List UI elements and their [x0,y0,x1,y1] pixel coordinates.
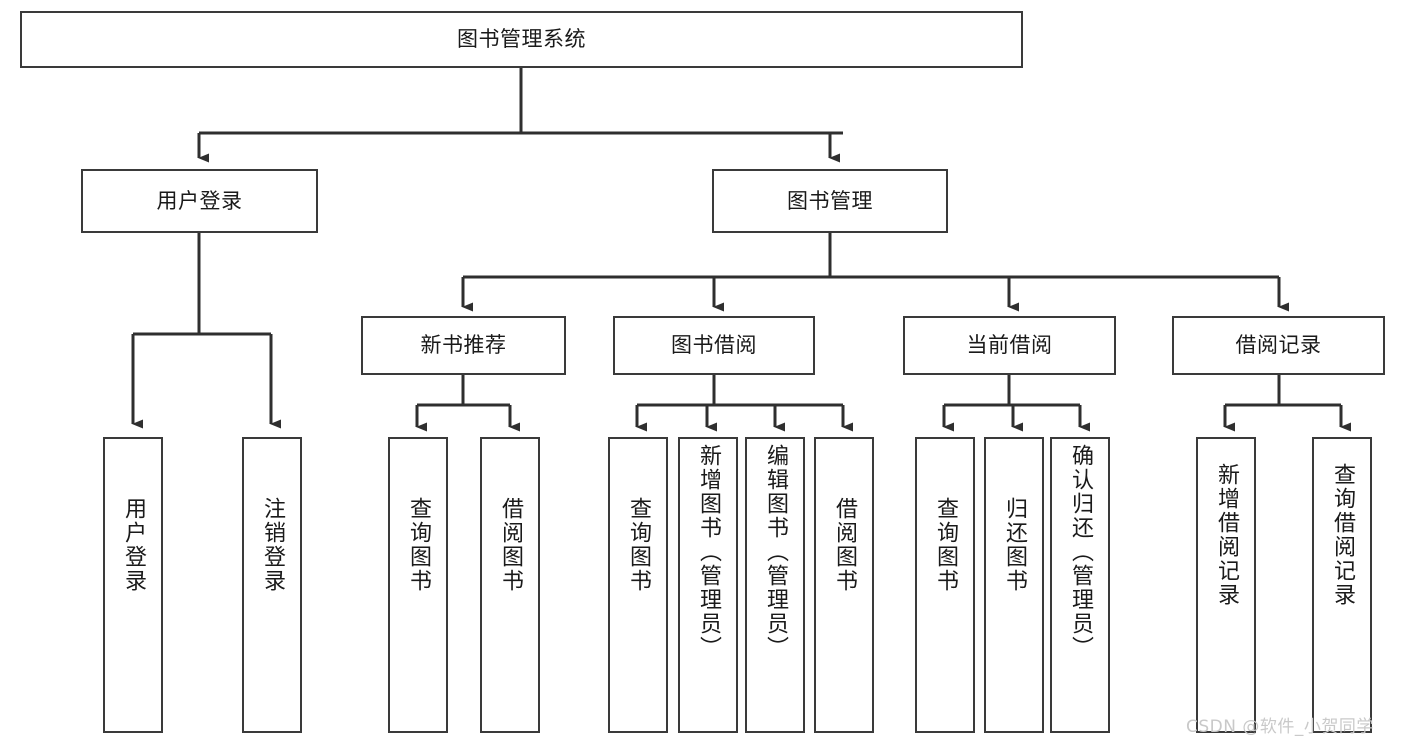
leaf-confirm-return[interactable]: 确认归还（管理员） [1050,437,1110,733]
leaf-query-record[interactable]: 查询借阅记录 [1312,437,1372,733]
leaf-add-record-label: 新增借阅记录 [1214,463,1239,607]
leaf-query-book-3-label: 查询图书 [933,497,958,593]
leaf-return-book-label: 归还图书 [1002,497,1027,593]
node-root[interactable]: 图书管理系统 [20,11,1023,68]
leaf-add-book-label: 新增图书（管理员） [696,444,721,660]
leaf-add-record[interactable]: 新增借阅记录 [1196,437,1256,733]
leaf-query-book-3[interactable]: 查询图书 [915,437,975,733]
leaf-return-book[interactable]: 归还图书 [984,437,1044,733]
node-book-borrow[interactable]: 图书借阅 [613,316,815,375]
leaf-edit-book-label: 编辑图书（管理员） [763,444,788,660]
leaf-borrow-book-1-label: 借阅图书 [498,497,523,593]
leaf-logout-login[interactable]: 注销登录 [242,437,302,733]
leaf-logout-login-label: 注销登录 [260,497,285,593]
leaf-user-login-label: 用户登录 [121,497,146,593]
leaf-query-book-2-label: 查询图书 [626,497,651,593]
leaf-query-record-label: 查询借阅记录 [1330,463,1355,607]
leaf-borrow-book-1[interactable]: 借阅图书 [480,437,540,733]
node-new-book-recommend[interactable]: 新书推荐 [361,316,566,375]
leaf-edit-book[interactable]: 编辑图书（管理员） [745,437,805,733]
node-book-borrow-label: 图书借阅 [671,333,757,358]
node-book-manage-label: 图书管理 [787,188,873,213]
leaf-user-login[interactable]: 用户登录 [103,437,163,733]
node-borrow-record[interactable]: 借阅记录 [1172,316,1385,375]
leaf-add-book[interactable]: 新增图书（管理员） [678,437,738,733]
leaf-borrow-book-2-label: 借阅图书 [832,497,857,593]
node-root-label: 图书管理系统 [457,27,586,52]
node-current-borrow-label: 当前借阅 [966,333,1053,358]
leaf-query-book-2[interactable]: 查询图书 [608,437,668,733]
node-new-book-recommend-label: 新书推荐 [420,333,507,358]
watermark-text: CSDN @软件_小贺同学 [1186,717,1374,737]
node-user-login-label: 用户登录 [156,188,243,213]
node-user-login[interactable]: 用户登录 [81,169,318,233]
leaf-confirm-return-label: 确认归还（管理员） [1068,444,1093,660]
leaf-query-book-1-label: 查询图书 [406,497,431,593]
node-borrow-record-label: 借阅记录 [1235,333,1322,358]
leaf-query-book-1[interactable]: 查询图书 [388,437,448,733]
node-book-manage[interactable]: 图书管理 [712,169,948,233]
node-current-borrow[interactable]: 当前借阅 [903,316,1116,375]
leaf-borrow-book-2[interactable]: 借阅图书 [814,437,874,733]
